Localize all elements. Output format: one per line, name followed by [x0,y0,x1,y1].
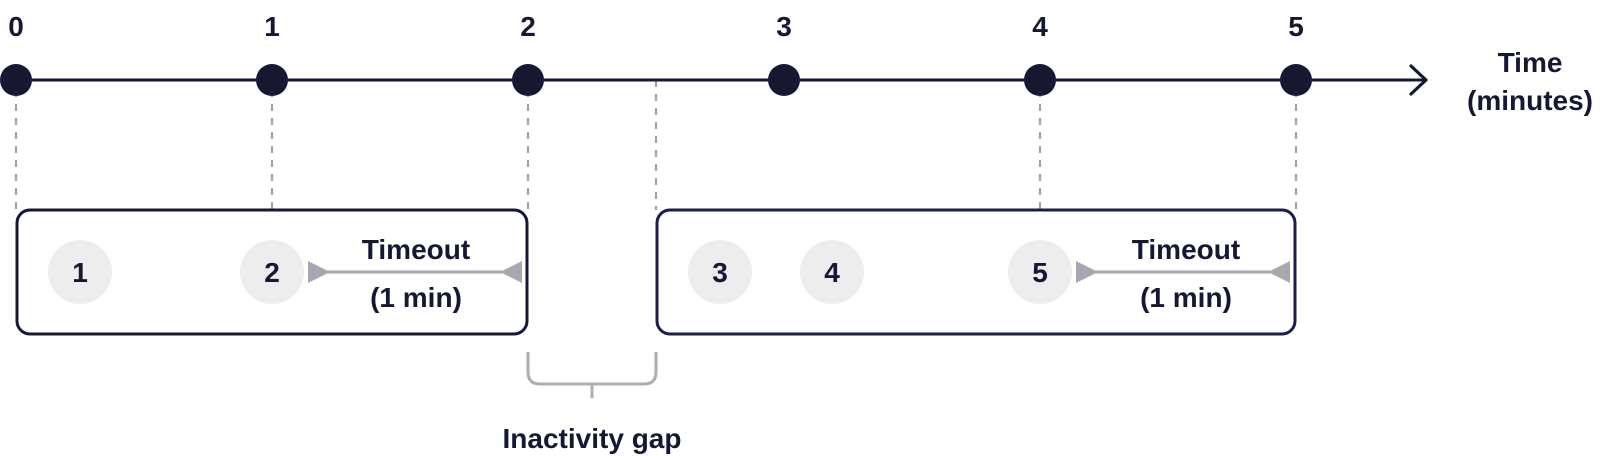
tick-label-3: 3 [776,11,792,42]
timeout-label-2-line1: Timeout [1132,234,1240,265]
tick-dot-2 [512,64,544,96]
event-circle-2 [240,240,304,304]
inactivity-gap-label: Inactivity gap [503,423,682,454]
triangle-right-icon [308,261,330,283]
tick-dot-3 [768,64,800,96]
event-circle-4 [800,240,864,304]
triangle-right-icon [1076,261,1098,283]
tick-label-4: 4 [1032,11,1048,42]
triangle-left-icon [1268,261,1290,283]
inactivity-gap-bracket [526,352,658,386]
tick-dot-5 [1280,64,1312,96]
event-circle-3 [688,240,752,304]
event-circle-5 [1008,240,1072,304]
timeout-label-1-line2: (1 min) [370,282,462,313]
axis-title-line1: Time [1498,47,1563,78]
tick-label-1: 1 [264,11,280,42]
timeout-label-1-line1: Timeout [362,234,470,265]
event-label-5: 5 [1032,257,1048,288]
tick-label-5: 5 [1288,11,1304,42]
triangle-left-icon [500,261,522,283]
arrow-right-icon [1409,64,1428,96]
tick-label-0: 0 [8,11,24,42]
event-label-3: 3 [712,257,728,288]
axis-title-line2: (minutes) [1467,85,1593,116]
timeout-label-2-line2: (1 min) [1140,282,1232,313]
session-window-2 [655,208,1297,336]
tick-dot-0 [0,64,32,96]
timeout-arrow-1 [308,261,522,283]
tick-dot-4 [1024,64,1056,96]
event-circle-1 [48,240,112,304]
event-label-1: 1 [72,257,88,288]
event-label-2: 2 [264,257,280,288]
timeout-arrow-2 [1076,261,1290,283]
tick-dot-1 [256,64,288,96]
tick-label-2: 2 [520,11,536,42]
event-label-4: 4 [824,257,840,288]
